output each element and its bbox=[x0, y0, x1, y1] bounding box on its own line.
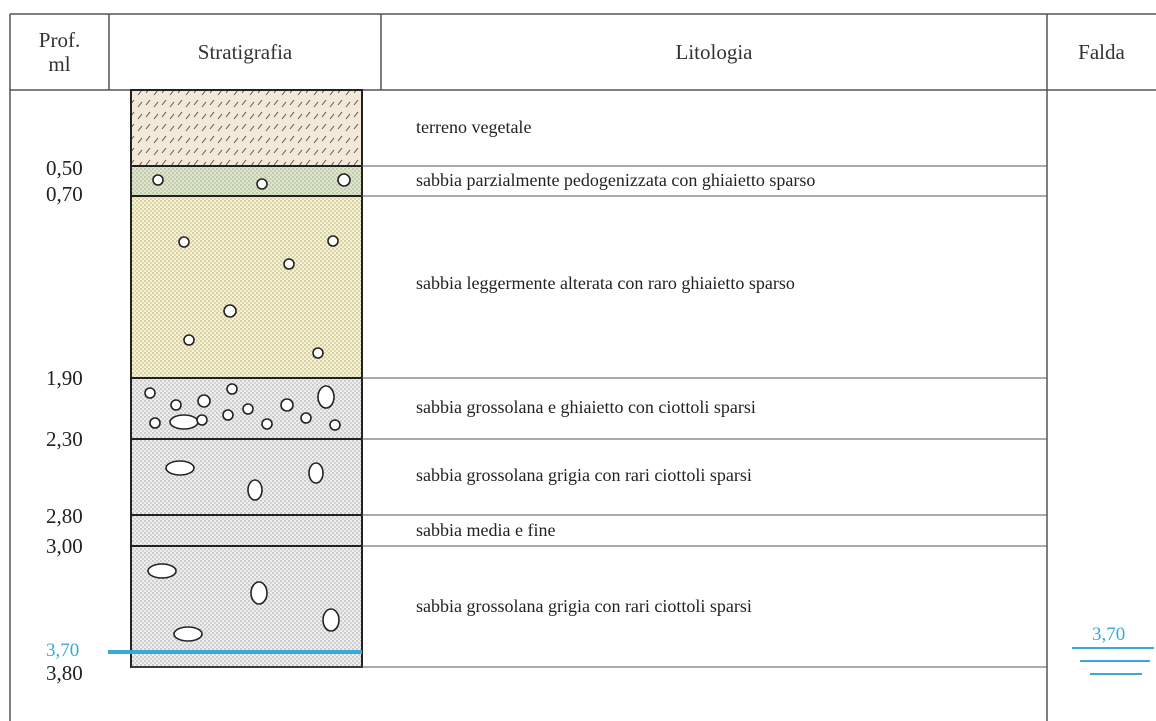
pebble-13 bbox=[226, 383, 238, 395]
pebble-3 bbox=[337, 173, 351, 187]
pebble-29 bbox=[322, 608, 340, 632]
layer-description-6: sabbia media e fine bbox=[416, 520, 556, 540]
layer-2 bbox=[130, 165, 363, 197]
layer-6 bbox=[130, 514, 363, 547]
layer-description-5: sabbia grossolana grigia con rari ciotto… bbox=[416, 465, 752, 485]
pebble-28 bbox=[250, 581, 268, 605]
water-table-depth-right: 3,70 bbox=[1092, 624, 1126, 645]
layer-description-4: sabbia grossolana e ghiaietto con ciotto… bbox=[416, 397, 756, 417]
pebble-21 bbox=[261, 418, 273, 430]
pebble-9 bbox=[312, 347, 324, 359]
pebble-30 bbox=[173, 626, 203, 642]
pebble-10 bbox=[144, 387, 156, 399]
pebble-27 bbox=[147, 563, 177, 579]
pebble-2 bbox=[256, 178, 268, 190]
pebble-8 bbox=[183, 334, 195, 346]
layer-description-3: sabbia leggermente alterata con raro ghi… bbox=[416, 273, 795, 293]
header-stratigraphy: Stratigrafia bbox=[197, 40, 293, 64]
pebble-17 bbox=[149, 417, 161, 429]
pebble-20 bbox=[222, 409, 234, 421]
header-depth-line2: ml bbox=[48, 52, 71, 76]
pebble-23 bbox=[329, 419, 341, 431]
header-depth-line1: Prof. bbox=[38, 28, 81, 52]
depth-label-070: 0,70 bbox=[46, 182, 83, 206]
depth-label-380: 3,80 bbox=[46, 661, 83, 685]
layer-3 bbox=[130, 195, 363, 379]
pebble-16 bbox=[317, 385, 335, 409]
pebble-4 bbox=[178, 236, 190, 248]
layer-5 bbox=[130, 438, 363, 516]
pebble-22 bbox=[300, 412, 312, 424]
header-depth: Prof. ml bbox=[10, 14, 109, 90]
depth-label-280: 2,80 bbox=[46, 504, 83, 528]
pebble-12 bbox=[197, 394, 211, 408]
pebble-26 bbox=[247, 479, 263, 501]
layer-1 bbox=[130, 89, 363, 167]
pebble-11 bbox=[170, 399, 182, 411]
gravel-group bbox=[144, 173, 351, 642]
pebble-25 bbox=[308, 462, 324, 484]
water-table-depth-left: 3,70 bbox=[46, 640, 80, 661]
depth-label-190: 1,90 bbox=[46, 366, 83, 390]
header-lithology: Litologia bbox=[675, 40, 753, 64]
header-water-table: Falda bbox=[1078, 40, 1125, 64]
depth-label-300: 3,00 bbox=[46, 534, 83, 558]
water-table-group bbox=[108, 647, 1154, 675]
pebble-24 bbox=[165, 460, 195, 476]
pebble-7 bbox=[223, 304, 237, 318]
layer-description-1: terreno vegetale bbox=[416, 117, 532, 137]
pebble-14 bbox=[242, 403, 254, 415]
pebble-19 bbox=[196, 414, 208, 426]
pebble-18 bbox=[169, 414, 199, 430]
depth-label-230: 2,30 bbox=[46, 427, 83, 451]
pebble-1 bbox=[152, 174, 164, 186]
pebble-6 bbox=[283, 258, 295, 270]
pebble-15 bbox=[280, 398, 294, 412]
depth-label-050: 0,50 bbox=[46, 156, 83, 180]
layer-description-7: sabbia grossolana grigia con rari ciotto… bbox=[416, 596, 752, 616]
pebble-5 bbox=[327, 235, 339, 247]
layer-description-2: sabbia parzialmente pedogenizzata con gh… bbox=[416, 170, 816, 190]
layers-group bbox=[130, 89, 1047, 668]
